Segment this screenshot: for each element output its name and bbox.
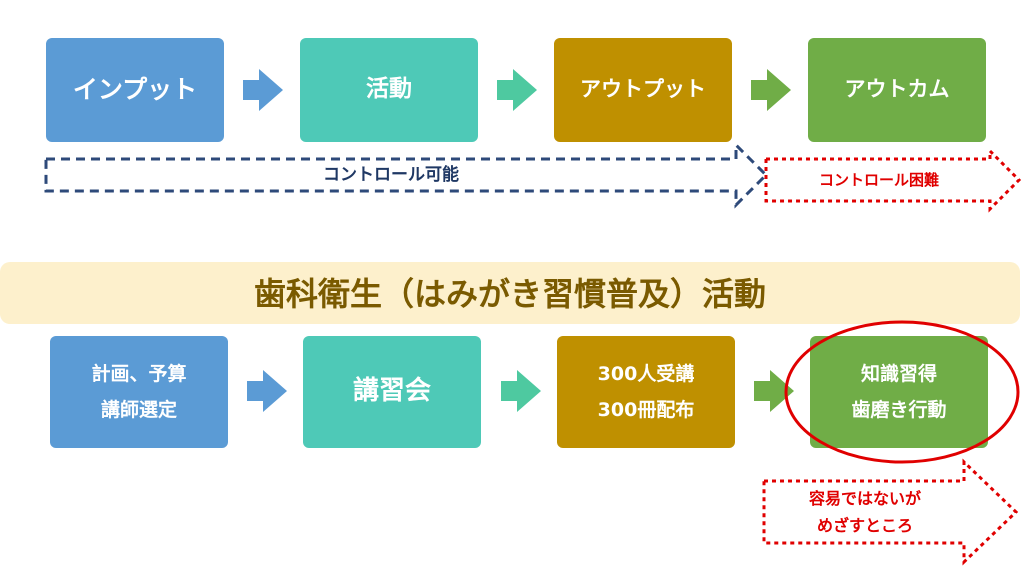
step-plan-line2: 講師選定 — [100, 399, 177, 421]
step-attendance-line1: 300人受講 — [597, 362, 695, 385]
step-output-label: アウトプット — [580, 77, 706, 102]
step-attendance: 300人受講 300冊配布 — [557, 336, 735, 448]
goal-note-line1: 容易ではないが — [808, 489, 921, 508]
step-activity-label: 活動 — [366, 76, 412, 103]
step-activity: 活動 — [300, 38, 478, 142]
step-outcome-label: アウトカム — [844, 77, 950, 102]
step-output: アウトプット — [554, 38, 732, 142]
uncontrollable-range-arrow — [764, 147, 1022, 213]
step-behavior: 知識習得 歯磨き行動 — [810, 336, 988, 448]
banner — [0, 262, 1020, 324]
arrow-activity-to-output — [497, 69, 537, 111]
banner-title: 歯科衛生（はみがき習慣普及）活動 — [253, 275, 766, 313]
step-plan-line1: 計画、予算 — [91, 362, 187, 385]
step-plan: 計画、予算 講師選定 — [50, 336, 228, 448]
highlight-ellipse — [784, 320, 1020, 464]
goal-note-line2: めざすところ — [816, 516, 913, 535]
arrow-plan-to-lecture — [247, 370, 287, 412]
step-behavior-line1: 知識習得 — [860, 362, 937, 385]
arrow-lecture-to-attendance — [501, 370, 541, 412]
controllable-range-arrow — [44, 141, 769, 209]
uncontrollable-label: コントロール困難 — [818, 171, 939, 189]
arrow-input-to-activity — [243, 69, 283, 111]
goal-note-arrow — [762, 458, 1019, 566]
controllable-label: コントロール可能 — [323, 165, 459, 185]
step-input-label: インプット — [72, 75, 198, 105]
goal-note: 容易ではないが めざすところ — [766, 485, 964, 539]
step-lecture-line1: 講習会 — [352, 376, 431, 407]
arrow-attendance-to-behavior — [754, 370, 794, 412]
step-attendance-line2: 300冊配布 — [597, 399, 695, 421]
step-behavior-line2: 歯磨き行動 — [851, 399, 947, 421]
arrow-output-to-outcome — [751, 69, 791, 111]
step-lecture: 講習会 — [303, 336, 481, 448]
step-outcome: アウトカム — [808, 38, 986, 142]
step-input: インプット — [46, 38, 224, 142]
